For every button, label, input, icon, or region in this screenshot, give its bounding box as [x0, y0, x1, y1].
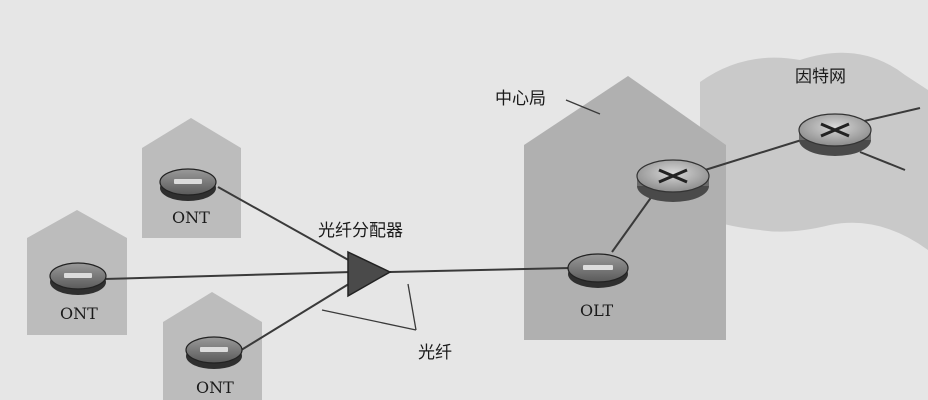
- fiber-label: 光纤: [418, 343, 452, 363]
- olt-router-icon: [567, 253, 629, 288]
- ont-label-top: ONT: [172, 208, 210, 227]
- ont-router-icon: [49, 262, 107, 295]
- ont-router-icon: [185, 336, 243, 369]
- fiber-annotation: [321, 283, 417, 331]
- core-router-icon: [798, 113, 872, 156]
- central-office-house: [524, 76, 726, 340]
- internet-uplink-2: [859, 151, 906, 171]
- olt-label: OLT: [580, 301, 614, 320]
- splitter-label: 光纤分配器: [318, 221, 403, 241]
- ont-label-left: ONT: [60, 304, 98, 323]
- internet-uplink-1: [859, 107, 921, 123]
- router-to-router-link: [704, 137, 809, 171]
- fiber-pointer-2: [407, 283, 417, 331]
- fiber-link-top: [217, 186, 353, 263]
- splitter-triangle-icon: [347, 250, 392, 298]
- ont-label-bottom: ONT: [196, 378, 234, 397]
- fiber-pointer-1: [321, 309, 417, 331]
- fiber-link-trunk: [389, 267, 571, 273]
- ont-router-icon: [159, 168, 217, 201]
- central-office-pointer: [565, 99, 601, 115]
- fiber-link-left: [103, 271, 353, 280]
- fiber-link-bottom: [237, 281, 353, 353]
- core-router-icon: [636, 159, 710, 202]
- central-office-label: 中心局: [495, 89, 546, 109]
- internet-label: 因特网: [795, 67, 846, 87]
- fiber-links: [103, 107, 921, 353]
